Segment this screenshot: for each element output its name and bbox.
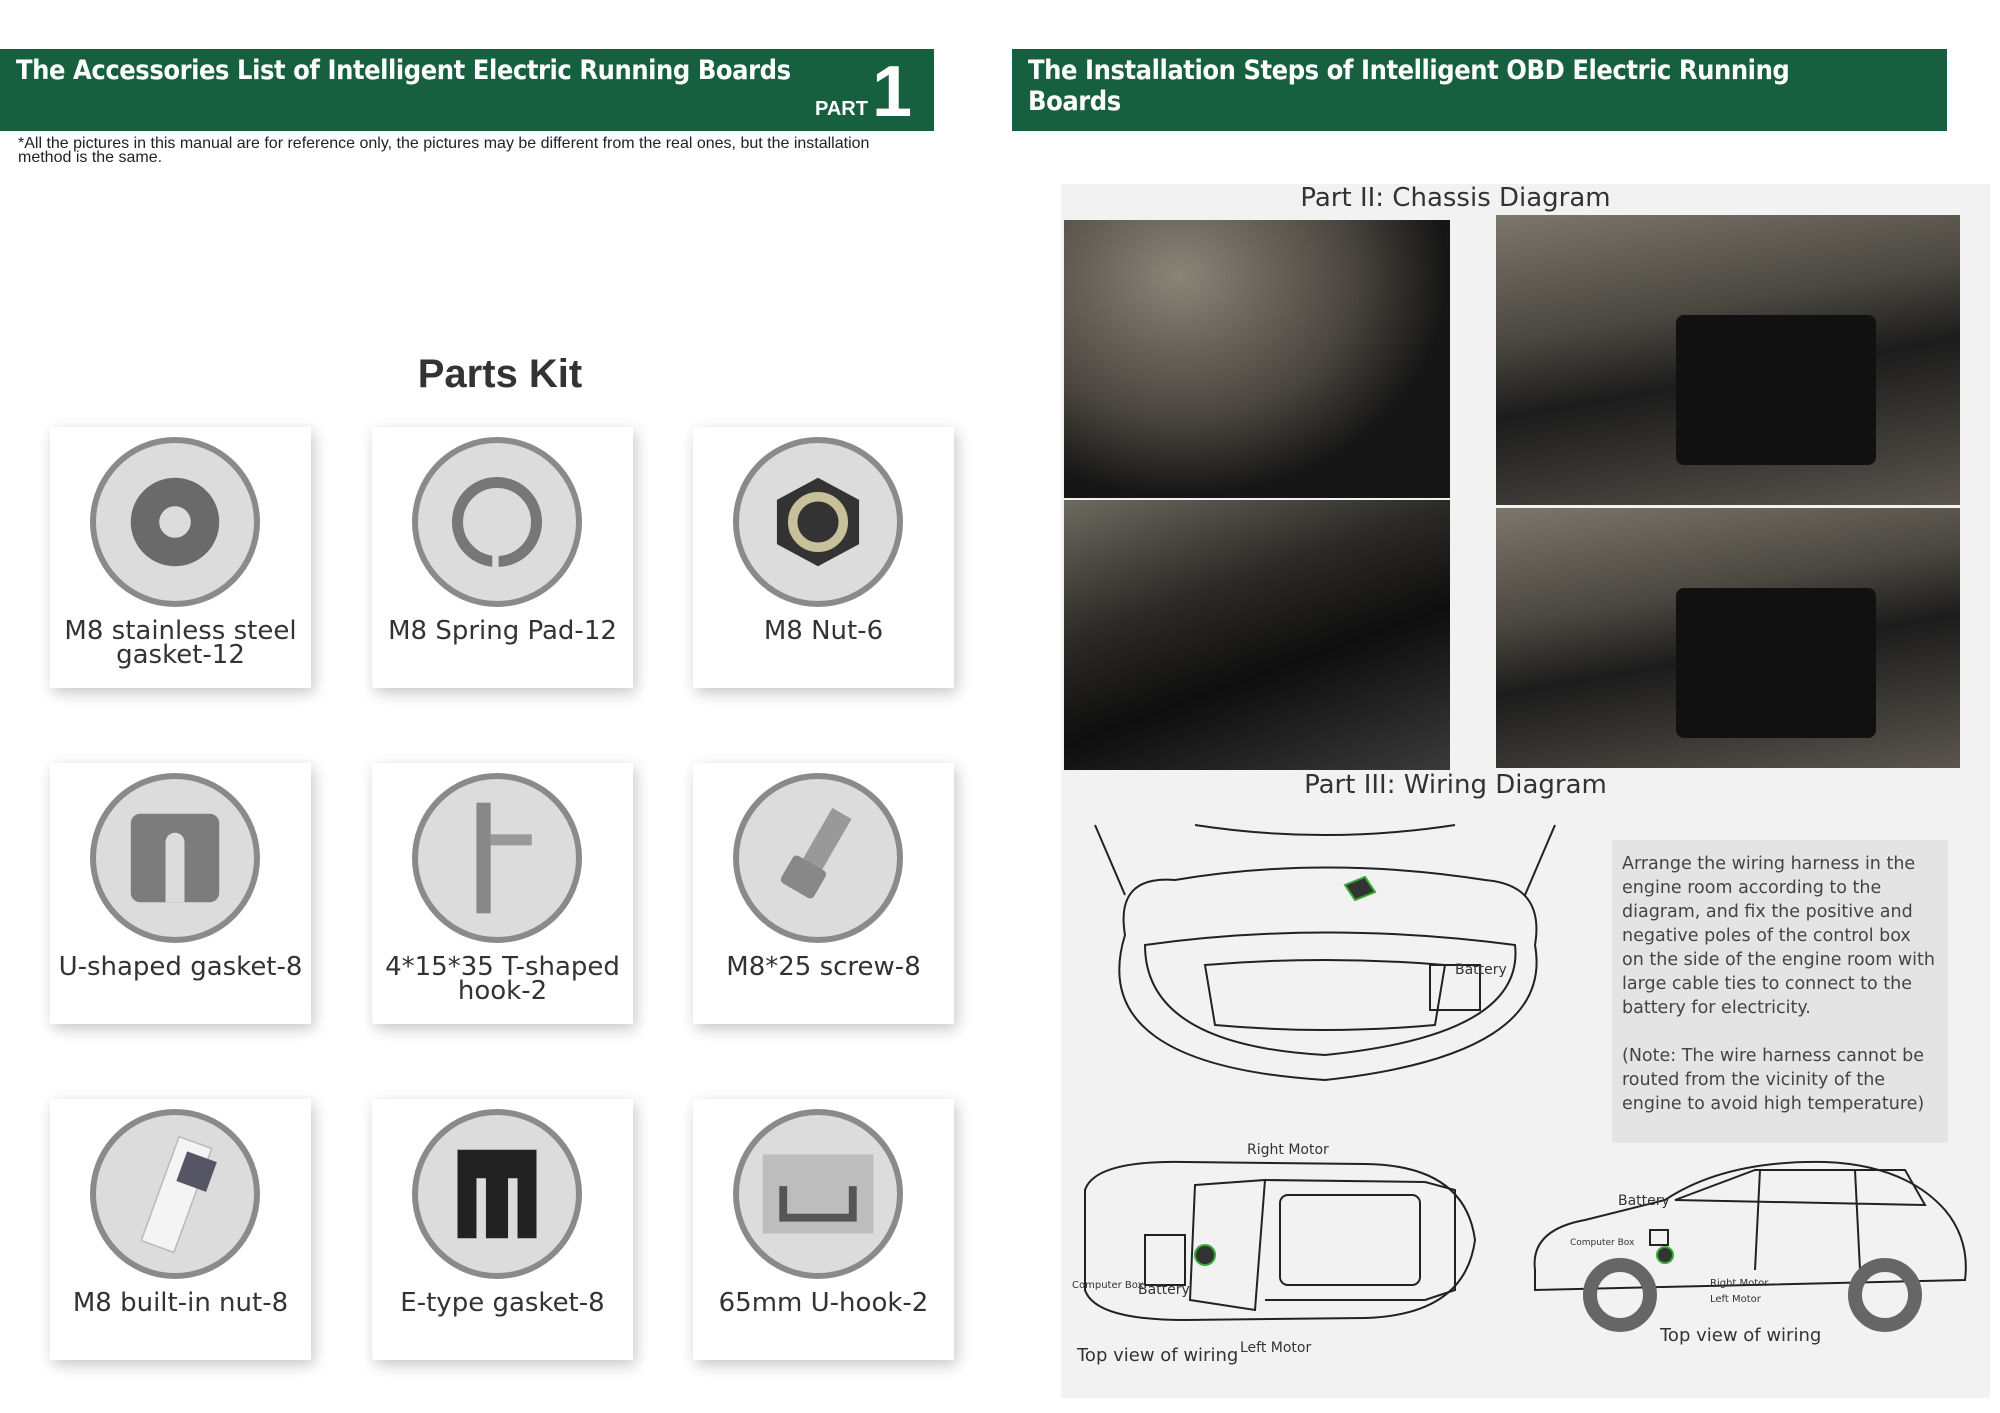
hex-nut-icon — [733, 437, 903, 607]
engine-bay-diagram — [1094, 824, 1556, 1082]
part-label: 65mm U-hook-2 — [718, 1288, 929, 1318]
part-label: M8 built-in nut-8 — [72, 1288, 289, 1318]
disclaimer-note: *All the pictures in this manual are for… — [18, 135, 870, 166]
part-label: U-shaped gasket-8 — [58, 952, 303, 982]
chassis-photo — [1496, 215, 1960, 505]
part-card: M8 Nut-6 — [693, 427, 954, 688]
part-card: U-shaped gasket-8 — [50, 763, 311, 1024]
part-number: 1 — [871, 52, 912, 132]
part-badge: PART 1 — [814, 52, 912, 132]
part-card: 65mm U-hook-2 — [693, 1099, 954, 1360]
part-card: 4*15*35 T-shaped hook-2 — [372, 763, 633, 1024]
accessories-header: The Accessories List of Intelligent Elec… — [0, 49, 934, 131]
wiring-instructions: Arrange the wiring harness in the engine… — [1612, 840, 1948, 1143]
side-view-caption: Top view of wiring — [1660, 1325, 1822, 1346]
built-in-nut-icon — [90, 1109, 260, 1279]
part-card: M8 stainless steel gasket-12 — [50, 427, 311, 688]
instructions-text: Arrange the wiring harness in the engine… — [1622, 854, 1935, 1018]
part-card: M8*25 screw-8 — [693, 763, 954, 1024]
computer-box-label: Computer Box — [1072, 1280, 1144, 1291]
instructions-note: (Note: The wire harness cannot be routed… — [1622, 1046, 1925, 1114]
part-label: M8 Nut-6 — [763, 616, 884, 646]
side-view-car-diagram — [1533, 1160, 1967, 1332]
t-hook-icon — [412, 773, 582, 943]
part-card: E-type gasket-8 — [372, 1099, 633, 1360]
side-left-motor-label: Left Motor — [1710, 1294, 1761, 1305]
part-label: M8 stainless steel gasket-12 — [64, 616, 297, 670]
spring-washer-icon — [412, 437, 582, 607]
side-battery-label: Battery — [1618, 1193, 1670, 1209]
part-card: M8 Spring Pad-12 — [372, 427, 633, 688]
e-shim-icon — [412, 1109, 582, 1279]
chassis-photo — [1496, 508, 1960, 768]
accessories-title: The Accessories List of Intelligent Elec… — [16, 55, 791, 86]
battery-label: Battery — [1138, 1282, 1190, 1298]
right-motor-label: Right Motor — [1247, 1142, 1329, 1158]
u-shim-icon — [90, 773, 260, 943]
part-label: E-type gasket-8 — [400, 1288, 605, 1318]
top-view-caption: Top view of wiring — [1077, 1345, 1239, 1366]
u-hook-icon — [733, 1109, 903, 1279]
top-view-car-diagram — [1084, 1160, 1477, 1322]
installation-title: The Installation Steps of Intelligent OB… — [1028, 55, 1790, 117]
parts-kit-title: Parts Kit — [417, 352, 583, 396]
left-motor-label: Left Motor — [1240, 1340, 1312, 1356]
chassis-diagram-title: Part II: Chassis Diagram — [1300, 183, 1611, 213]
flat-washer-icon — [90, 437, 260, 607]
side-computer-box-label: Computer Box — [1570, 1238, 1635, 1248]
part-card: M8 built-in nut-8 — [50, 1099, 311, 1360]
chassis-photo — [1064, 220, 1450, 498]
chassis-photo — [1064, 500, 1450, 770]
wiring-diagram-title: Part III: Wiring Diagram — [1304, 770, 1607, 800]
part-label: 4*15*35 T-shaped hook-2 — [385, 952, 620, 1006]
side-right-motor-label: Right Motor — [1710, 1278, 1769, 1289]
part-label: M8 Spring Pad-12 — [388, 616, 617, 646]
installation-header: The Installation Steps of Intelligent OB… — [1012, 49, 1947, 131]
socket-screw-icon — [733, 773, 903, 943]
part-label: M8*25 screw-8 — [726, 952, 921, 982]
part-word: PART — [814, 98, 868, 120]
engine-battery-label: Battery — [1455, 962, 1507, 978]
